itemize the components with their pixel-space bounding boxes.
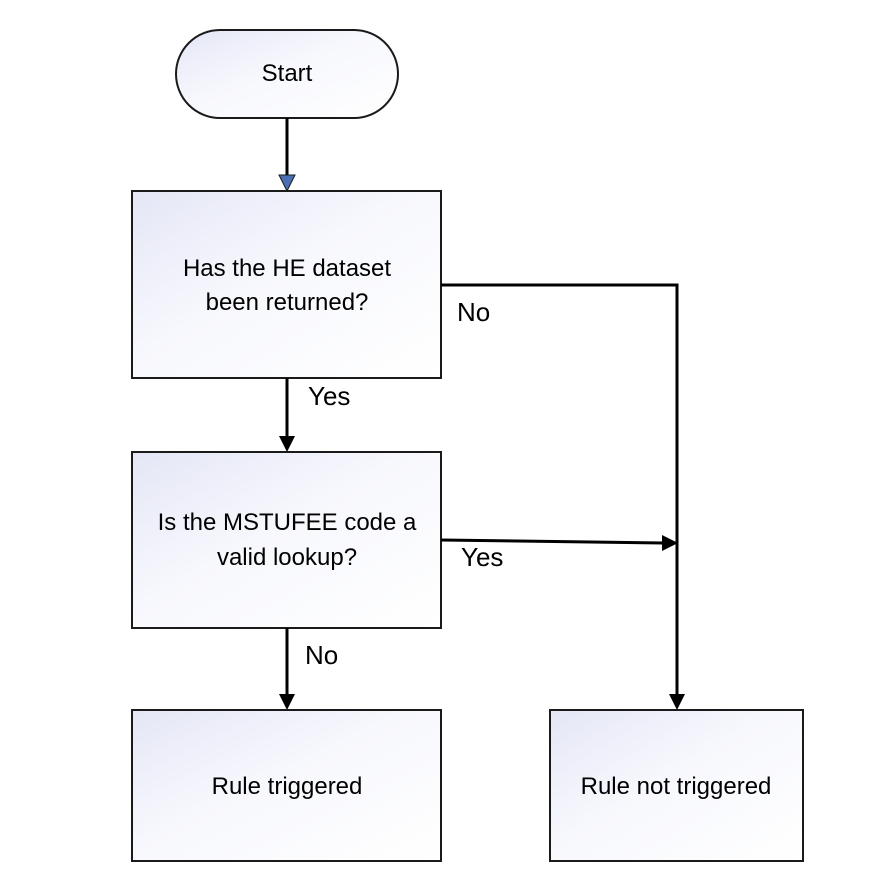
decision-valid-lookup-line2: valid lookup? [217,544,357,571]
edge-returned-yes-label: Yes [308,381,350,411]
outcome-rule-not-triggered: Rule not triggered [549,709,804,862]
edge-lookup-yes-label: Yes [461,542,503,572]
edge-start-to-question-returned [278,118,296,193]
decision-valid-lookup: Is the MSTUFEE code a valid lookup? [131,451,442,629]
edge-returned-no: No [441,283,685,710]
edge-lookup-no: No [279,628,338,710]
outcome-rule-triggered-label: Rule triggered [212,773,363,800]
start-arrowhead [278,174,296,193]
start-node: Start [175,29,399,119]
decision-dataset-returned-line1: Has the HE dataset [183,255,391,282]
decision-valid-lookup-line1: Is the MSTUFEE code a [158,509,417,536]
outcome-rule-not-triggered-label: Rule not triggered [581,773,772,800]
edge-lookup-no-label: No [305,640,338,670]
decision-dataset-returned: Has the HE dataset been returned? [131,190,442,379]
edge-returned-yes: Yes [279,378,350,452]
edge-returned-no-label: No [457,297,490,327]
start-label: Start [262,60,313,87]
outcome-rule-triggered: Rule triggered [131,709,442,862]
edge-lookup-yes: Yes [440,535,678,572]
decision-dataset-returned-line2: been returned? [206,289,369,316]
